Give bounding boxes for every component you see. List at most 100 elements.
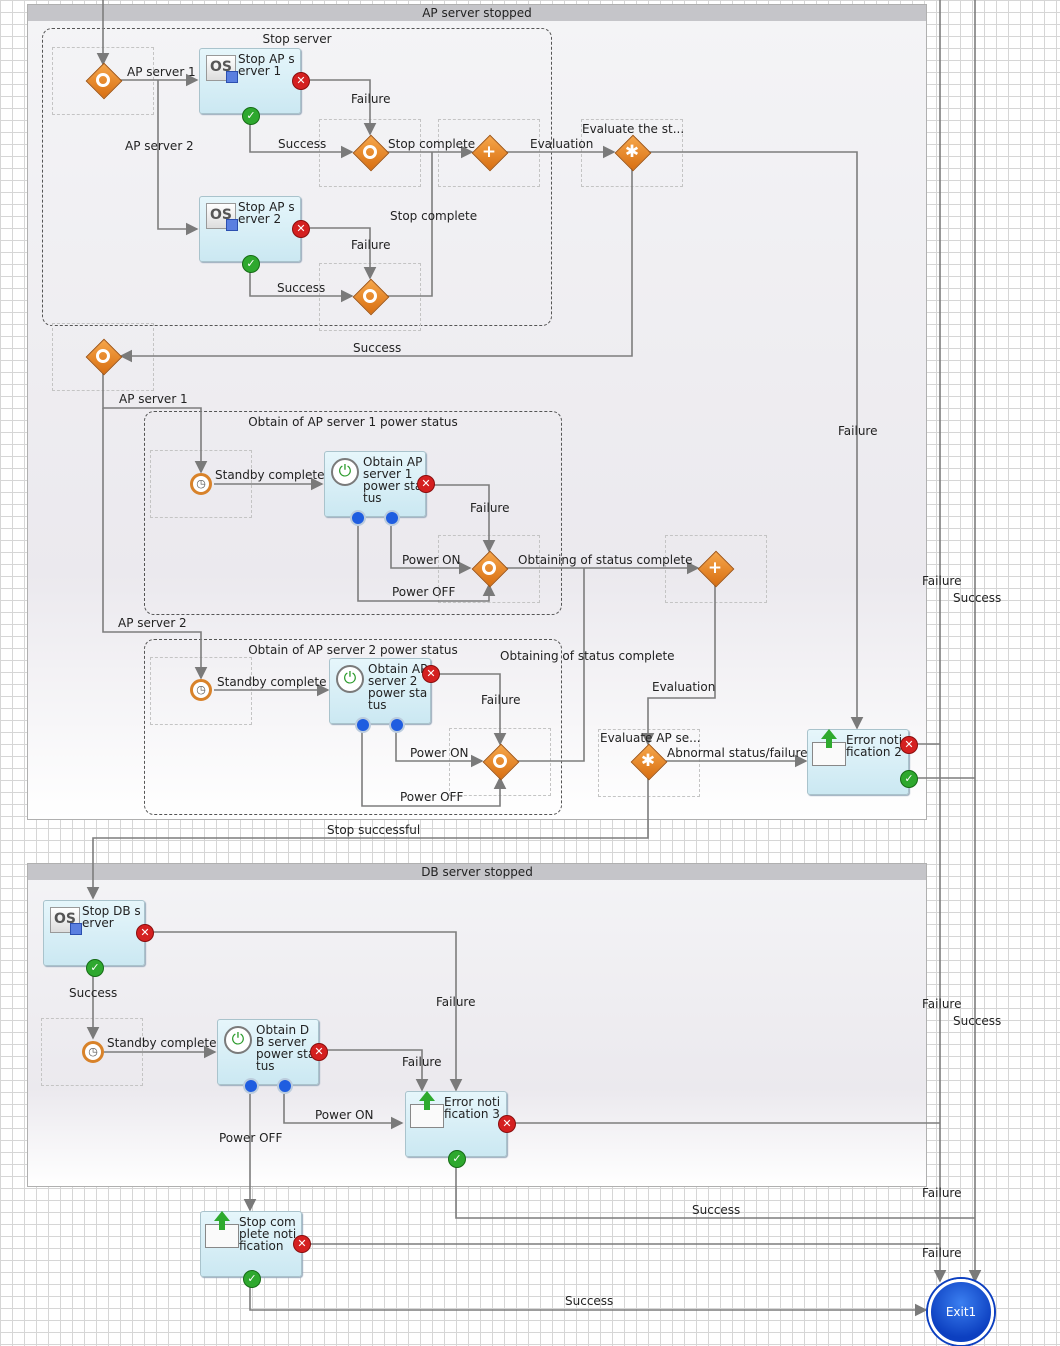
node-label: Error notification 3	[444, 1095, 501, 1121]
os-icon: OS	[50, 907, 82, 935]
error-port-icon[interactable]: ✕	[417, 475, 435, 493]
gateway-branch[interactable]	[85, 62, 123, 100]
branch-port-icon[interactable]	[389, 717, 405, 733]
timer-icon[interactable]: ◷	[82, 1041, 104, 1063]
node-stop-complete-notification[interactable]: Stop complete notification ✕ ✓	[200, 1211, 311, 1288]
edge-label-obtaining-complete: Obtaining of status complete	[500, 649, 675, 663]
power-icon: ⏻	[331, 458, 359, 486]
gateway-parallel-join[interactable]: +	[471, 134, 509, 172]
branch-port-icon[interactable]	[277, 1078, 293, 1094]
edge-label-success: Success	[353, 341, 402, 355]
gateway-merge[interactable]	[482, 743, 520, 781]
node-label: Obtain AP server 2 power status	[368, 662, 428, 712]
group-title: Obtain of AP server 2 power status	[248, 643, 458, 657]
success-port-icon[interactable]: ✓	[242, 255, 260, 273]
node-stop-ap-server-1[interactable]: OS Stop AP server 1 ✕ ✓	[199, 48, 310, 125]
edge-label-failure: Failure	[351, 238, 391, 252]
branch-port-icon[interactable]	[243, 1078, 259, 1094]
edge-label-success: Success	[69, 986, 118, 1000]
node-obtain-ap-server-1-power-status[interactable]: ⏻ Obtain AP server 1 power status ✕	[324, 451, 435, 526]
edge-label-failure: Failure	[922, 574, 962, 588]
node-label: Stop AP server 2	[238, 200, 295, 226]
error-port-icon[interactable]: ✕	[292, 220, 310, 238]
mail-send-icon	[410, 1091, 444, 1128]
edge-label-success: Success	[953, 591, 1002, 605]
gateway-branch[interactable]	[85, 338, 123, 376]
error-port-icon[interactable]: ✕	[136, 924, 154, 942]
edge-label-failure: Failure	[402, 1055, 442, 1069]
timer-icon[interactable]: ◷	[190, 679, 212, 701]
gateway-evaluate[interactable]: ✱	[630, 743, 668, 781]
edge-label-stop-complete: Stop complete	[390, 209, 478, 223]
slot	[598, 729, 700, 797]
group-stop-server[interactable]: Stop server	[42, 28, 552, 326]
error-port-icon[interactable]: ✕	[422, 665, 440, 683]
edge-label-power-off: Power OFF	[392, 585, 456, 599]
power-icon: ⏻	[224, 1026, 252, 1054]
edge-label-ap-server-1: AP server 1	[127, 65, 196, 79]
success-port-icon[interactable]: ✓	[243, 1270, 261, 1288]
gateway-merge[interactable]	[471, 550, 509, 588]
group-title: Stop server	[262, 32, 332, 46]
edge-label-stop-complete: Stop complete	[388, 137, 476, 151]
node-obtain-db-server-power-status[interactable]: ⏻ Obtain DB server power status ✕	[217, 1019, 328, 1094]
error-port-icon[interactable]: ✕	[310, 1043, 328, 1061]
edge-label-failure: Failure	[838, 424, 878, 438]
edge-label-power-on: Power ON	[315, 1108, 374, 1122]
edge-label-ap-server-2: AP server 2	[125, 139, 194, 153]
error-port-icon[interactable]: ✕	[292, 72, 310, 90]
edge-label-evaluation: Evaluation	[652, 680, 716, 694]
edge-label-failure: Failure	[351, 92, 391, 106]
group-title: Obtain of AP server 1 power status	[248, 415, 458, 429]
edge-label-power-on: Power ON	[402, 553, 461, 567]
edge-label-success: Success	[565, 1294, 614, 1308]
node-stop-ap-server-2[interactable]: OS Stop AP server 2 ✕ ✓	[199, 196, 310, 273]
node-label: Error notification 2	[846, 733, 903, 759]
success-port-icon[interactable]: ✓	[900, 770, 918, 788]
gateway-parallel-join[interactable]: +	[697, 550, 735, 588]
success-port-icon[interactable]: ✓	[86, 959, 104, 977]
edge-label-stop-successful: Stop successful	[327, 823, 421, 837]
timer-icon[interactable]: ◷	[190, 473, 212, 495]
node-label: Stop complete notification	[239, 1215, 297, 1253]
edge-label-failure: Failure	[922, 997, 962, 1011]
group-obtain-ap1-power-status[interactable]: Obtain of AP server 1 power status	[144, 411, 562, 615]
node-error-notification-2[interactable]: Error notification 2 ✕ ✓	[807, 729, 918, 795]
exit-node[interactable]: Exit1	[928, 1279, 994, 1345]
error-port-icon[interactable]: ✕	[900, 736, 918, 754]
error-port-icon[interactable]: ✕	[498, 1115, 516, 1133]
branch-port-icon[interactable]	[355, 717, 371, 733]
edge-label-standby-complete: Standby complete	[107, 1036, 217, 1050]
edge-label-failure: Failure	[481, 693, 521, 707]
error-port-icon[interactable]: ✕	[293, 1235, 311, 1253]
node-label: Obtain DB server power status	[256, 1023, 316, 1073]
success-port-icon[interactable]: ✓	[448, 1150, 466, 1168]
slot	[665, 535, 767, 603]
node-obtain-ap-server-2-power-status[interactable]: ⏻ Obtain AP server 2 power status ✕	[329, 658, 440, 733]
gateway-evaluate[interactable]: ✱	[614, 134, 652, 172]
edge-label-failure: Failure	[922, 1246, 962, 1260]
node-error-notification-3[interactable]: Error notification 3 ✕ ✓	[405, 1091, 516, 1168]
edge-label-standby-complete: Standby complete	[217, 675, 327, 689]
success-port-icon[interactable]: ✓	[242, 107, 260, 125]
node-label: Stop DB server	[82, 904, 141, 930]
edge-label-power-on: Power ON	[410, 746, 469, 760]
gateway-label-evaluate-the-st: Evaluate the st...	[582, 122, 685, 136]
power-icon: ⏻	[336, 665, 364, 693]
branch-port-icon[interactable]	[350, 510, 366, 526]
edge-label-ap-server-1: AP server 1	[119, 392, 188, 406]
node-label: Stop AP server 1	[238, 52, 295, 78]
area-title: AP server stopped	[28, 5, 926, 21]
edge-label-success: Success	[278, 137, 327, 151]
node-label: Obtain AP server 1 power status	[363, 455, 423, 505]
branch-port-icon[interactable]	[384, 510, 400, 526]
gateway-merge[interactable]	[352, 134, 390, 172]
group-obtain-ap2-power-status[interactable]: Obtain of AP server 2 power status	[144, 639, 562, 815]
area-title: DB server stopped	[28, 864, 926, 880]
gateway-merge[interactable]	[352, 278, 390, 316]
node-stop-db-server[interactable]: OS Stop DB server ✕ ✓	[43, 900, 154, 977]
edge-label-ap-server-2: AP server 2	[118, 616, 187, 630]
edge-label-standby-complete: Standby complete	[215, 468, 325, 482]
edge-label-evaluation: Evaluation	[530, 137, 594, 151]
